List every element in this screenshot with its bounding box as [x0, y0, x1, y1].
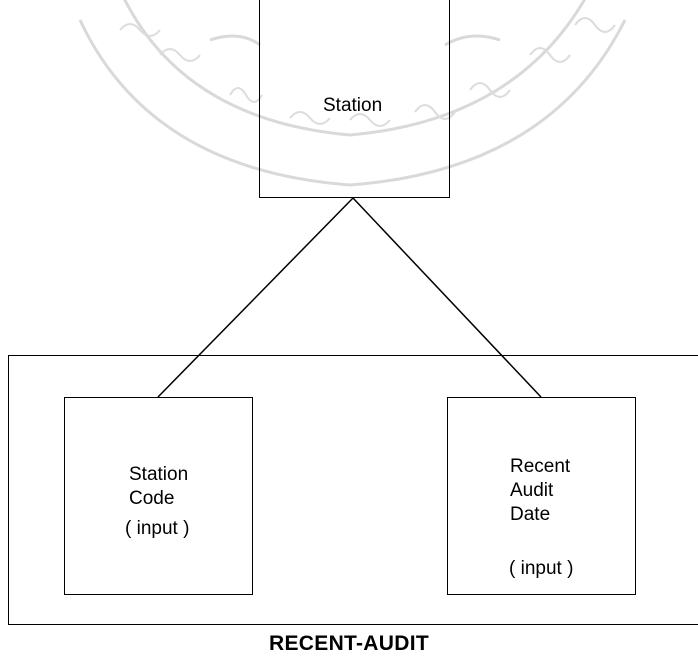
connector-line-left [157, 197, 354, 398]
station-code-line2: Code [129, 488, 175, 509]
group-caption: RECENT-AUDIT [269, 632, 429, 655]
recent-audit-group-box [8, 355, 698, 625]
station-entity-label: Station [323, 95, 383, 116]
recent-audit-date-line3: Date [510, 504, 551, 525]
station-code-line1: Station [129, 464, 189, 485]
station-code-box [64, 397, 253, 595]
recent-audit-date-box [447, 397, 636, 595]
connector-line-right [352, 197, 542, 398]
recent-audit-date-line2: Audit [510, 480, 554, 501]
station-entity-box [259, 0, 450, 198]
station-code-input-note: ( input ) [125, 518, 190, 539]
recent-audit-date-input-note: ( input ) [509, 558, 574, 579]
recent-audit-date-line1: Recent [510, 456, 571, 477]
